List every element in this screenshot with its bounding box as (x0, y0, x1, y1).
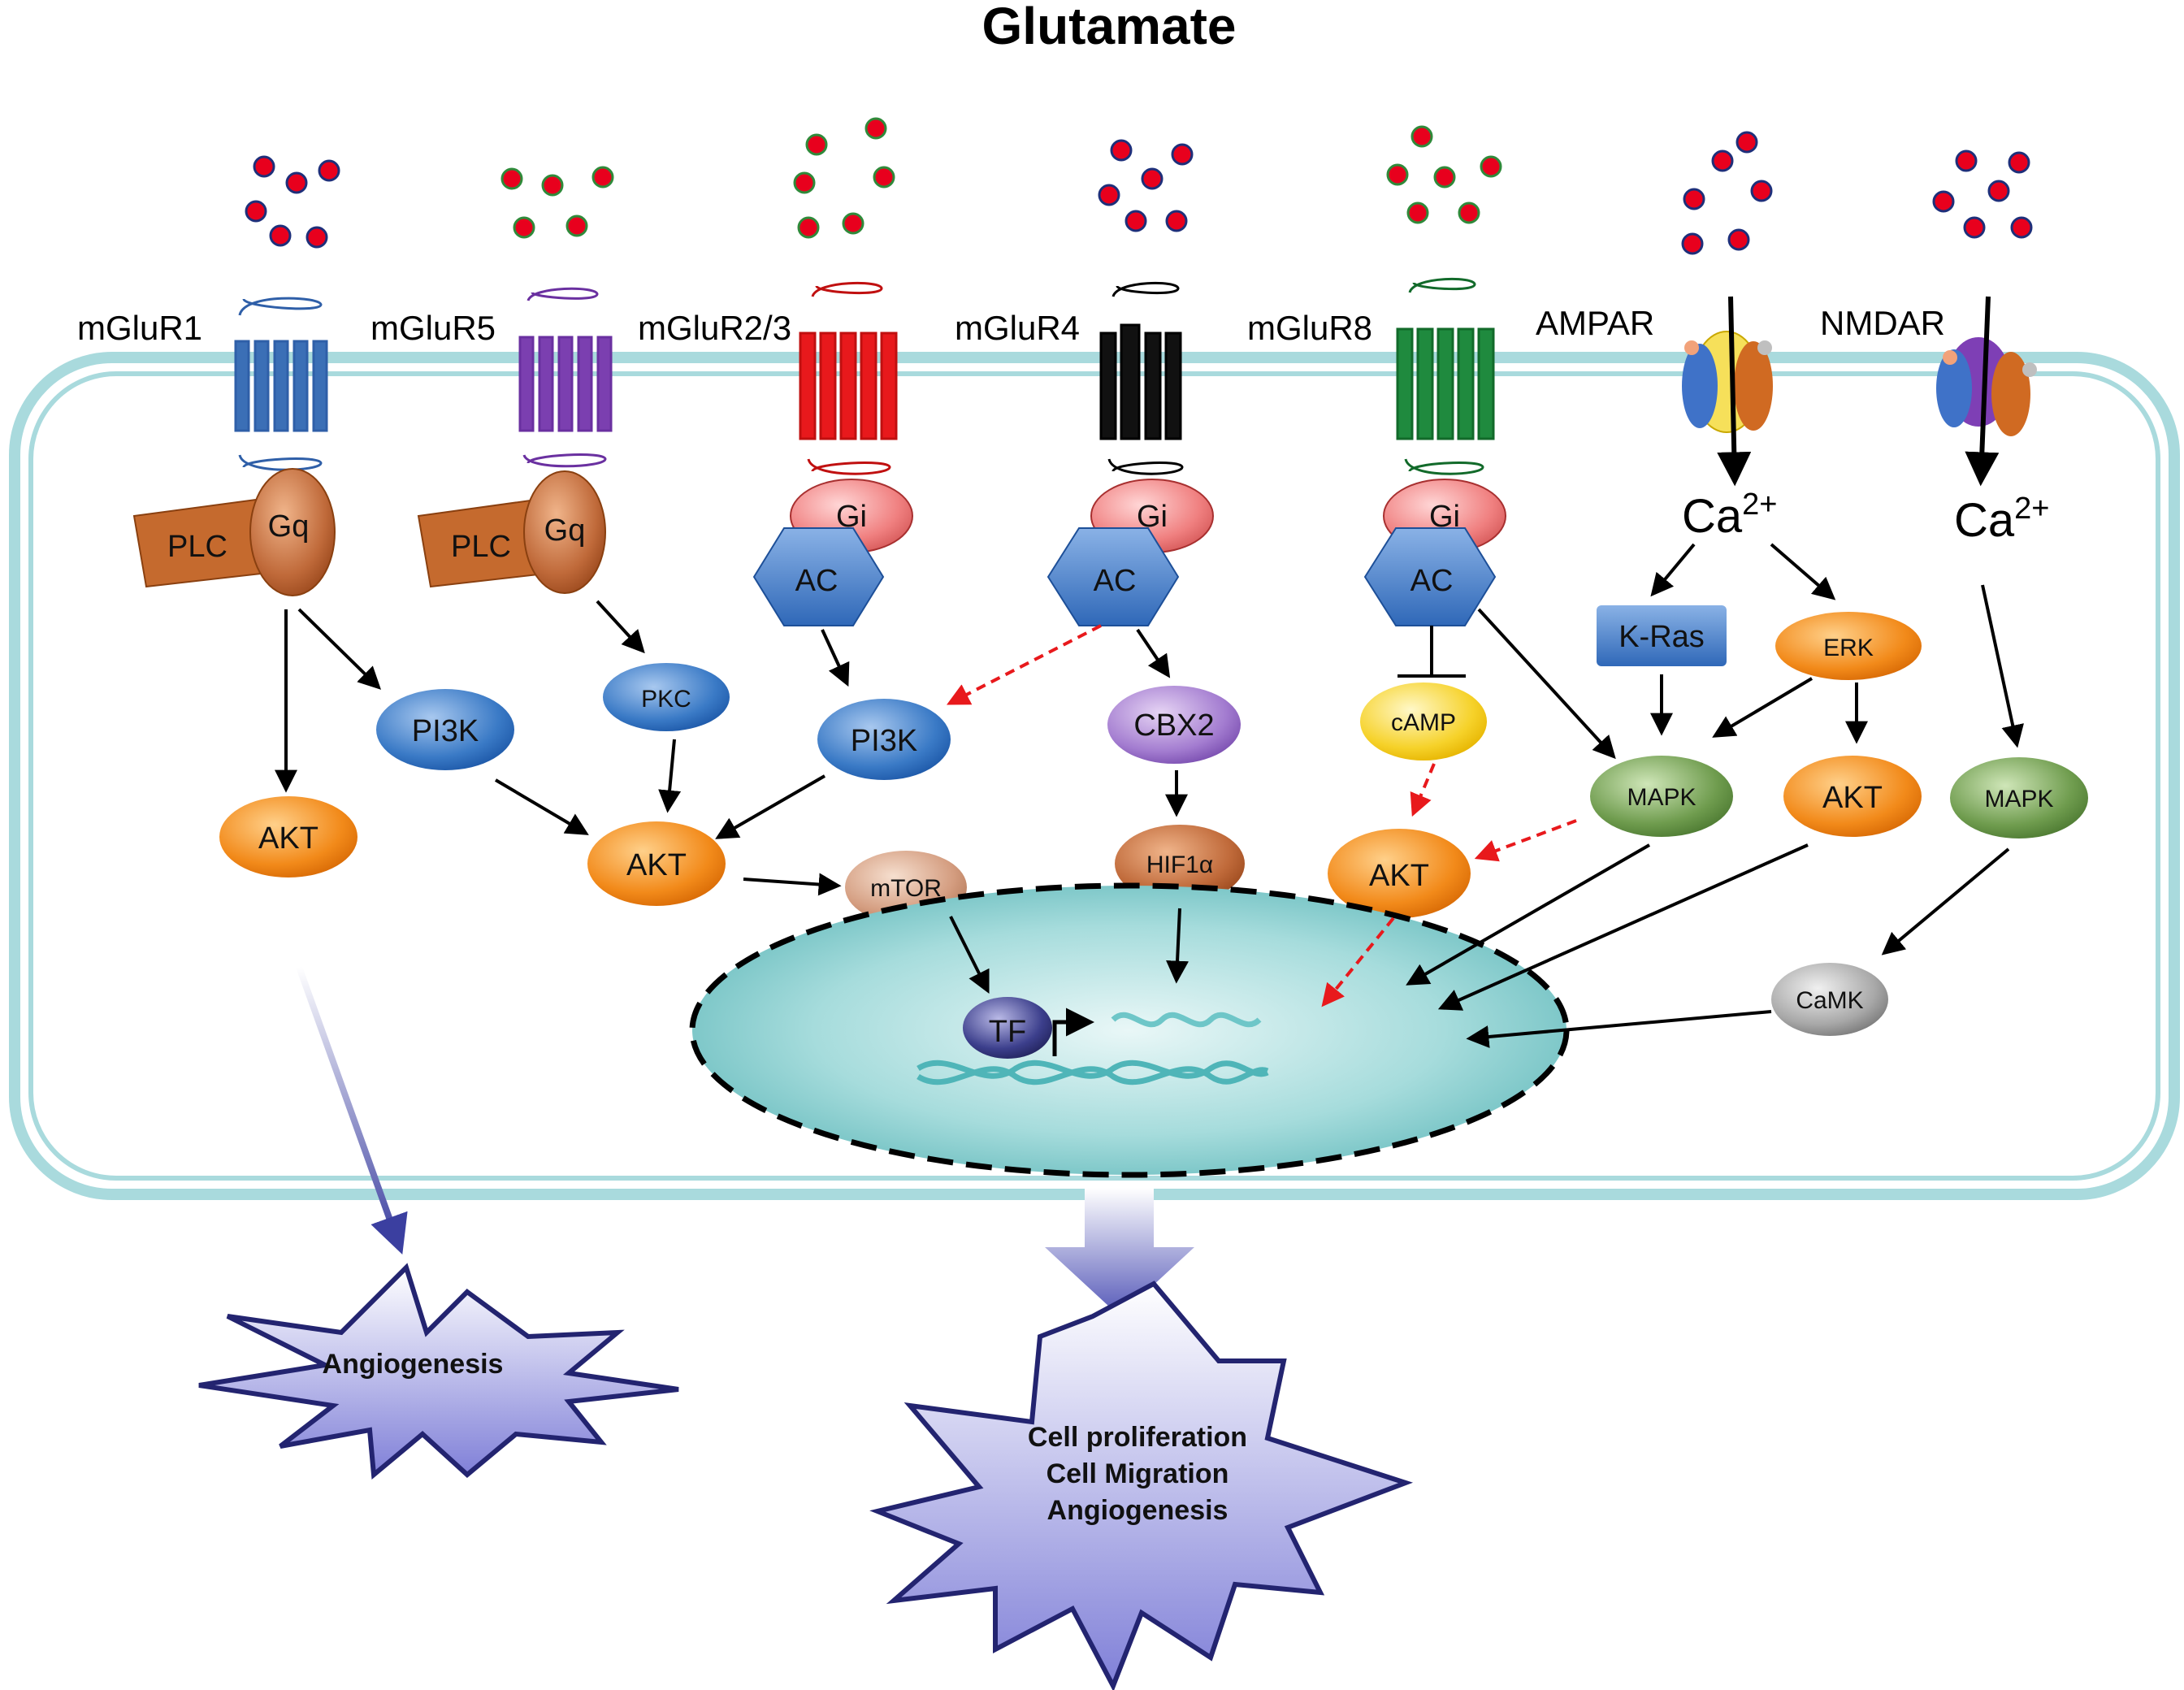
plc-label: PLC (167, 530, 228, 564)
mrna-strand (1111, 1012, 1262, 1028)
svg-text:PI3K: PI3K (412, 714, 479, 748)
pkc-node: PKC (603, 663, 730, 731)
svg-text:mTOR: mTOR (870, 875, 942, 902)
ac-label: AC (795, 564, 838, 598)
ampar-ca-influx-arrow (1717, 296, 1752, 487)
mglur23-gi-ac: Gi AC (752, 479, 913, 626)
outcome-line-2: Cell Migration (1046, 1458, 1229, 1489)
svg-text:AKT: AKT (626, 848, 687, 882)
svg-text:HIF1α: HIF1α (1146, 852, 1213, 878)
dna-strand-a (916, 1060, 1269, 1079)
svg-text:PKC: PKC (641, 686, 691, 713)
diagram-title: Glutamate (982, 0, 1237, 55)
mglur4-gi-ac: Gi AC (1046, 479, 1214, 626)
svg-text:MAPK: MAPK (1984, 786, 2053, 812)
nmdar-label: NMDAR (1820, 304, 1945, 342)
mapk-node-ampar: MAPK (1590, 756, 1733, 837)
mglur1-receptor (234, 297, 328, 471)
camp-node: cAMP (1360, 682, 1487, 760)
mglur4-label: mGluR4 (955, 309, 1080, 347)
svg-text:CBX2: CBX2 (1133, 708, 1214, 743)
ac-label: AC (1094, 564, 1137, 598)
svg-text:AKT: AKT (258, 821, 318, 856)
ampar-calcium-label: Ca2+ (1682, 488, 1777, 543)
activation-arrows (275, 543, 2024, 1048)
pi3k-node-center: PI3K (817, 699, 951, 780)
svg-text:PI3K: PI3K (851, 724, 917, 758)
mglur8-label: mGluR8 (1247, 309, 1372, 347)
camk-node: CaMK (1771, 963, 1888, 1036)
hif1a-node: HIF1α (1115, 825, 1245, 903)
inhibition-bar (1398, 626, 1466, 678)
inhibited-pathway-arrows (947, 624, 1577, 1008)
cell-membrane-inner (28, 371, 2160, 1181)
angiogenesis-burst: Angiogenesis (198, 1263, 679, 1480)
mglur5-receptor (518, 287, 613, 468)
mglur5-label: mGluR5 (370, 309, 496, 347)
mglur4-receptor (1099, 282, 1184, 475)
mglur8-gi-ac: Gi AC (1363, 479, 1506, 626)
nmdar-ca-influx-arrow (1965, 296, 2000, 487)
tf-label: TF (989, 1015, 1026, 1049)
svg-text:CaMK: CaMK (1796, 987, 1863, 1014)
mglur23-receptor (799, 282, 898, 475)
cell-outcomes-burst: Cell proliferation Cell Migration Angiog… (869, 1280, 1414, 1690)
nmdar-channel (1936, 337, 2037, 436)
mglur1-label: mGluR1 (77, 309, 202, 347)
ampar-channel (1682, 331, 1773, 433)
akt-node-center: AKT (587, 821, 726, 906)
svg-text:cAMP: cAMP (1391, 709, 1456, 736)
outcome-line-3: Angiogenesis (1047, 1495, 1228, 1526)
dna-strand-b (916, 1066, 1269, 1086)
nucleus: TF (689, 882, 1570, 1178)
mglur8-receptor (1396, 278, 1495, 475)
akt-node-mglur8: AKT (1328, 829, 1471, 918)
transcription-start-arrow (1052, 1008, 1094, 1056)
ac-label: AC (1410, 564, 1454, 598)
cbx2-node: CBX2 (1107, 686, 1241, 764)
akt-node-ampar: AKT (1783, 756, 1922, 837)
ampar-label: AMPAR (1536, 304, 1654, 342)
gq-label: Gq (544, 514, 586, 548)
nmdar-calcium-label: Ca2+ (1954, 492, 2049, 547)
svg-text:AKT: AKT (1369, 859, 1429, 893)
mapk-node-nmdar: MAPK (1950, 757, 2088, 838)
mglur23-label: mGluR2/3 (638, 309, 791, 347)
svg-text:AKT: AKT (1822, 781, 1883, 815)
svg-text:MAPK: MAPK (1627, 784, 1696, 811)
mglur1-plc-gq: PLC Gq (132, 468, 336, 596)
erk-node: ERK (1775, 612, 1922, 680)
angiogenesis-text-left: Angiogenesis (323, 1349, 504, 1380)
mglur5-plc-gq: PLC Gq (417, 470, 606, 594)
akt-node-mglur1: AKT (219, 796, 358, 878)
kras-node: K-Ras (1597, 605, 1727, 666)
tf-node (963, 997, 1052, 1059)
angiogenesis-arrow (296, 965, 408, 1255)
outcome-line-1: Cell proliferation (1028, 1422, 1247, 1453)
glutamate-dots (245, 117, 2033, 255)
plc-label: PLC (451, 530, 511, 564)
svg-text:ERK: ERK (1823, 635, 1874, 661)
svg-text:K-Ras: K-Ras (1618, 620, 1705, 654)
nucleus-output-arrow (1045, 1188, 1194, 1316)
pi3k-node-left: PI3K (376, 689, 514, 770)
gq-label: Gq (268, 509, 310, 544)
